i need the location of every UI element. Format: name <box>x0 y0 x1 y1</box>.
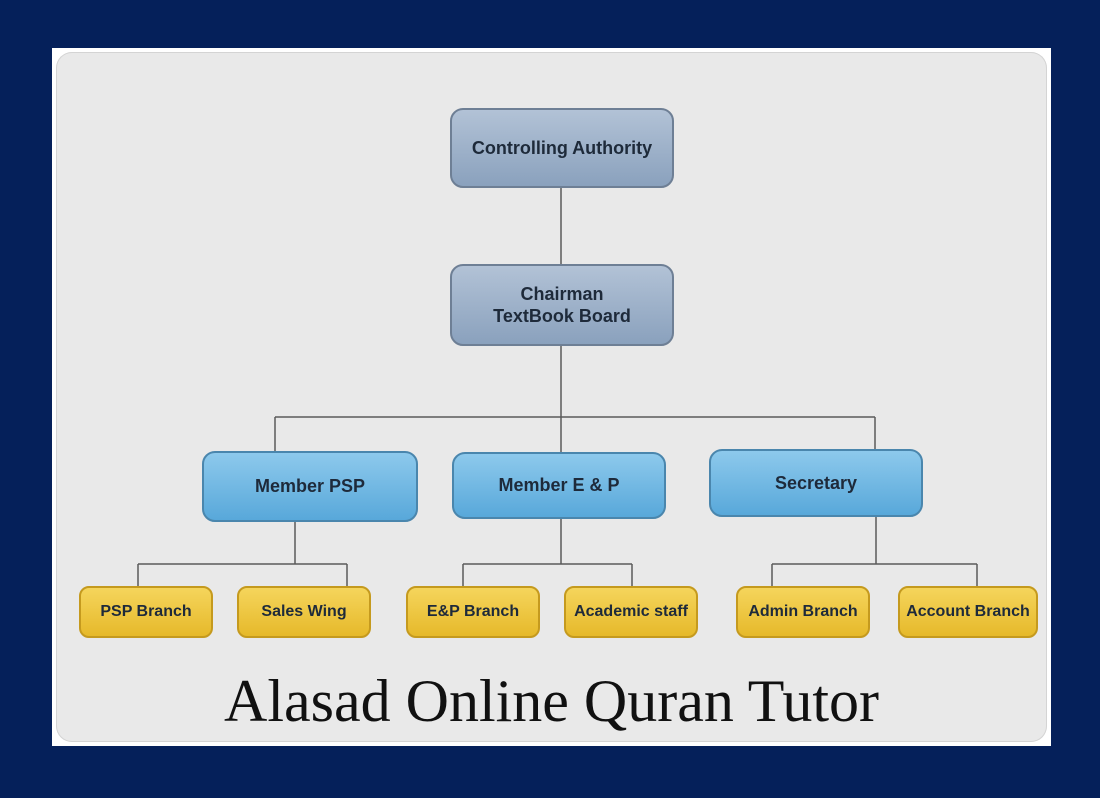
node-ep-branch: E&P Branch <box>406 586 540 638</box>
node-label: Controlling Authority <box>471 137 653 158</box>
node-label: Chairman TextBook Board <box>493 283 631 327</box>
node-label: Admin Branch <box>748 603 858 620</box>
node-member-psp: Member PSP <box>202 451 418 522</box>
node-label: Secretary <box>774 472 858 493</box>
node-sales-wing: Sales Wing <box>237 586 371 638</box>
node-label: Account Branch <box>906 603 1030 620</box>
node-academic-staff: Academic staff <box>564 586 698 638</box>
node-label: E&P Branch <box>426 603 520 620</box>
node-label: Academic staff <box>574 603 688 620</box>
connector-lines <box>137 188 978 586</box>
diagram-panel: Controlling Authority Chairman TextBook … <box>56 52 1047 742</box>
node-chairman: Chairman TextBook Board <box>450 264 674 346</box>
node-label: Sales Wing <box>261 603 347 620</box>
node-member-ep: Member E & P <box>452 452 666 519</box>
slide-frame: Controlling Authority Chairman TextBook … <box>52 48 1051 746</box>
node-admin-branch: Admin Branch <box>736 586 870 638</box>
node-label: Member E & P <box>498 475 620 496</box>
node-label: PSP Branch <box>100 603 192 620</box>
node-label: Member PSP <box>254 476 366 497</box>
node-secretary: Secretary <box>709 449 923 517</box>
caption-title: Alasad Online Quran Tutor <box>224 668 879 734</box>
node-account-branch: Account Branch <box>898 586 1038 638</box>
node-controlling-authority: Controlling Authority <box>450 108 674 188</box>
node-psp-branch: PSP Branch <box>79 586 213 638</box>
